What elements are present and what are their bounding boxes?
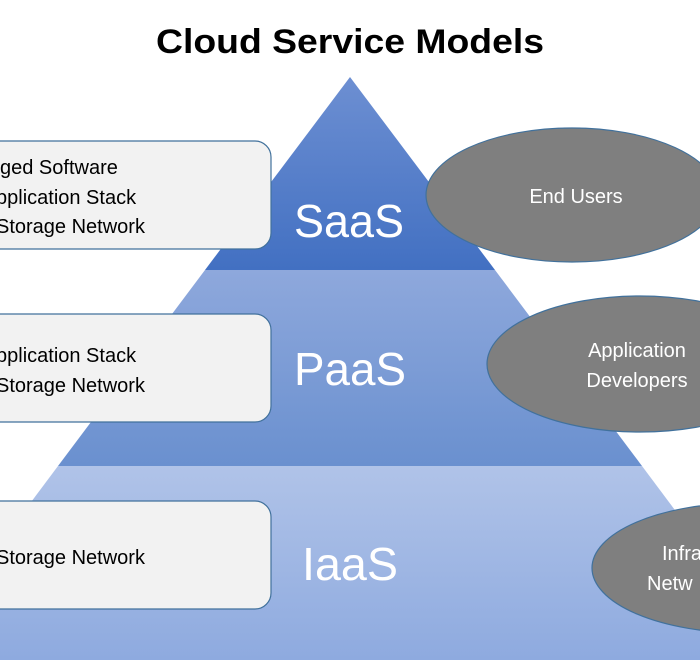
box-line: Storage Network bbox=[0, 216, 146, 238]
iaas-components-box: Storage Network bbox=[0, 500, 272, 610]
audience-text: Developers bbox=[586, 370, 687, 392]
audience-text: Netw bbox=[647, 573, 693, 595]
saas-audience-ellipse: End Users bbox=[425, 127, 700, 263]
iaas-audience-ellipse: Infra Netw bbox=[591, 505, 700, 631]
box-line: ged Software bbox=[0, 157, 118, 179]
saas-tier bbox=[205, 77, 495, 270]
box-line: Storage Network bbox=[0, 547, 146, 569]
paas-components-box: pplication Stack Storage Network bbox=[0, 313, 272, 423]
box-line: pplication Stack bbox=[0, 345, 137, 367]
iaas-label: IaaS bbox=[302, 538, 398, 590]
audience-text: End Users bbox=[529, 186, 622, 208]
saas-components-box: ged Software pplication Stack Storage Ne… bbox=[0, 140, 272, 250]
diagram-title: Cloud Service Models bbox=[156, 23, 544, 61]
audience-text: Application bbox=[588, 340, 686, 362]
paas-label: PaaS bbox=[294, 343, 406, 395]
audience-text: Infra bbox=[662, 543, 700, 565]
saas-label: SaaS bbox=[294, 195, 404, 247]
paas-audience-ellipse: Application Developers bbox=[486, 295, 700, 433]
box-line: pplication Stack bbox=[0, 187, 137, 209]
box-line: Storage Network bbox=[0, 375, 146, 397]
